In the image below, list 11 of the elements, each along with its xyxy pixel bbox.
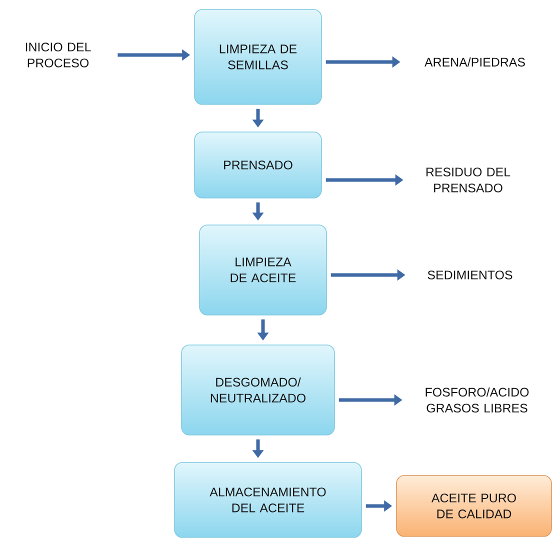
output-text: INICIO DEL PROCESO bbox=[26, 42, 91, 68]
output-text: ARENA/PIEDRAS bbox=[424, 57, 525, 67]
result-box: ACEITE PURO DE CALIDAD bbox=[396, 475, 552, 537]
output-text: SEDIMIENTOS bbox=[428, 270, 512, 280]
process-box: PRENSADO bbox=[194, 132, 322, 198]
process-box: DESGOMADO/ NEUTRALIZADO bbox=[181, 344, 335, 436]
output-text: RESIDUO DEL PRENSADO bbox=[426, 168, 510, 192]
process-box: LIMPIEZA DE SEMILLAS bbox=[194, 9, 322, 105]
process-box: LIMPIEZA DE ACEITE bbox=[199, 224, 327, 316]
output-text: FOSFORO/ACIDO GRASOS LIBRES bbox=[426, 387, 529, 413]
process-box: ALMACENAMIENTO DEL ACEITE bbox=[174, 462, 362, 538]
